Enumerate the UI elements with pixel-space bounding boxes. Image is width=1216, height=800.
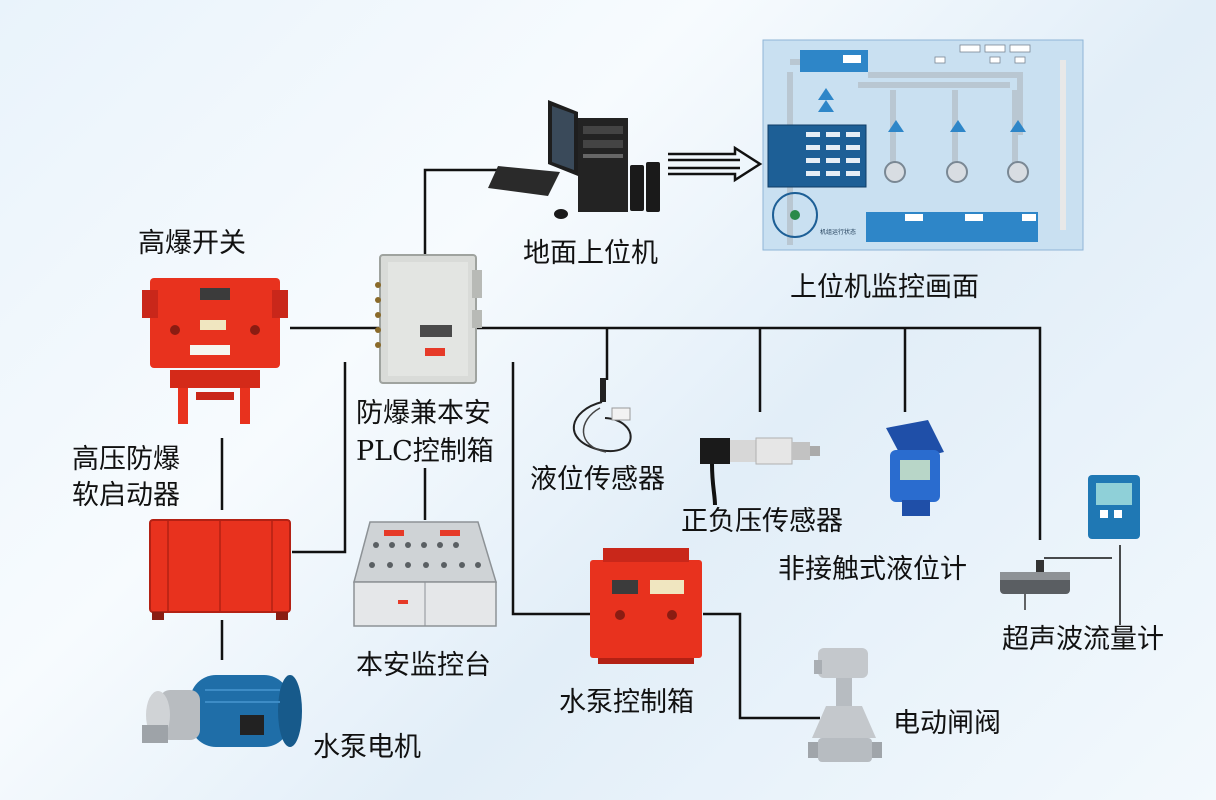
- monitoring-console-image: [353, 521, 498, 627]
- label-plc-box-line1: 防爆兼本安: [356, 398, 491, 429]
- host-monitoring-screen: 机组运行状态: [762, 39, 1084, 251]
- pump-control-box-image: [590, 548, 702, 664]
- gate-valve-icon: [808, 648, 882, 762]
- screen-panel-caption: 机组运行状态: [820, 228, 856, 236]
- pump-motor-image: [142, 675, 302, 747]
- level-sensor-image: [572, 378, 632, 453]
- double-arrow-right-icon: [668, 145, 763, 183]
- pumpbox-to-valve-line: [703, 612, 820, 720]
- soft-starter-image: [149, 519, 291, 620]
- label-host-screen: 上位机监控画面: [790, 272, 979, 303]
- label-pump-control-box: 水泵控制箱: [559, 687, 694, 718]
- noncontact-level-meter-image: [886, 420, 944, 516]
- label-electric-valve: 电动闸阀: [893, 708, 1001, 739]
- plc-to-computer-line: [423, 168, 500, 255]
- plc-control-box-image: [375, 254, 482, 384]
- plc-to-softstarter-line: [292, 362, 347, 554]
- pump-symbols: [884, 161, 1029, 183]
- connection-lines: [220, 168, 1121, 720]
- label-ultrasonic-flowmeter: 超声波流量计: [1002, 624, 1164, 655]
- label-level-sensor: 液位传感器: [530, 464, 665, 495]
- label-monitoring-console: 本安监控台: [356, 650, 491, 681]
- label-soft-starter-line1: 高压防爆: [72, 444, 180, 475]
- label-plc-box-line2: PLC控制箱: [356, 436, 494, 467]
- label-noncontact-level-meter: 非接触式液位计: [778, 554, 967, 585]
- label-pump-motor: 水泵电机: [313, 732, 421, 763]
- label-high-voltage-switch: 高爆开关: [138, 228, 246, 259]
- label-pressure-sensor: 正负压传感器: [681, 506, 843, 537]
- pressure-sensor-image: [700, 437, 820, 506]
- plc-to-pumpbox-line: [511, 362, 590, 616]
- desktop-computer-icon: [488, 100, 660, 219]
- label-soft-starter-line2: 软启动器: [72, 480, 180, 511]
- label-surface-host: 地面上位机: [523, 238, 658, 269]
- ultrasonic-flowmeter-image: [1000, 475, 1140, 610]
- main-bus-line: [290, 326, 1042, 540]
- high-voltage-switch-image: [142, 278, 288, 424]
